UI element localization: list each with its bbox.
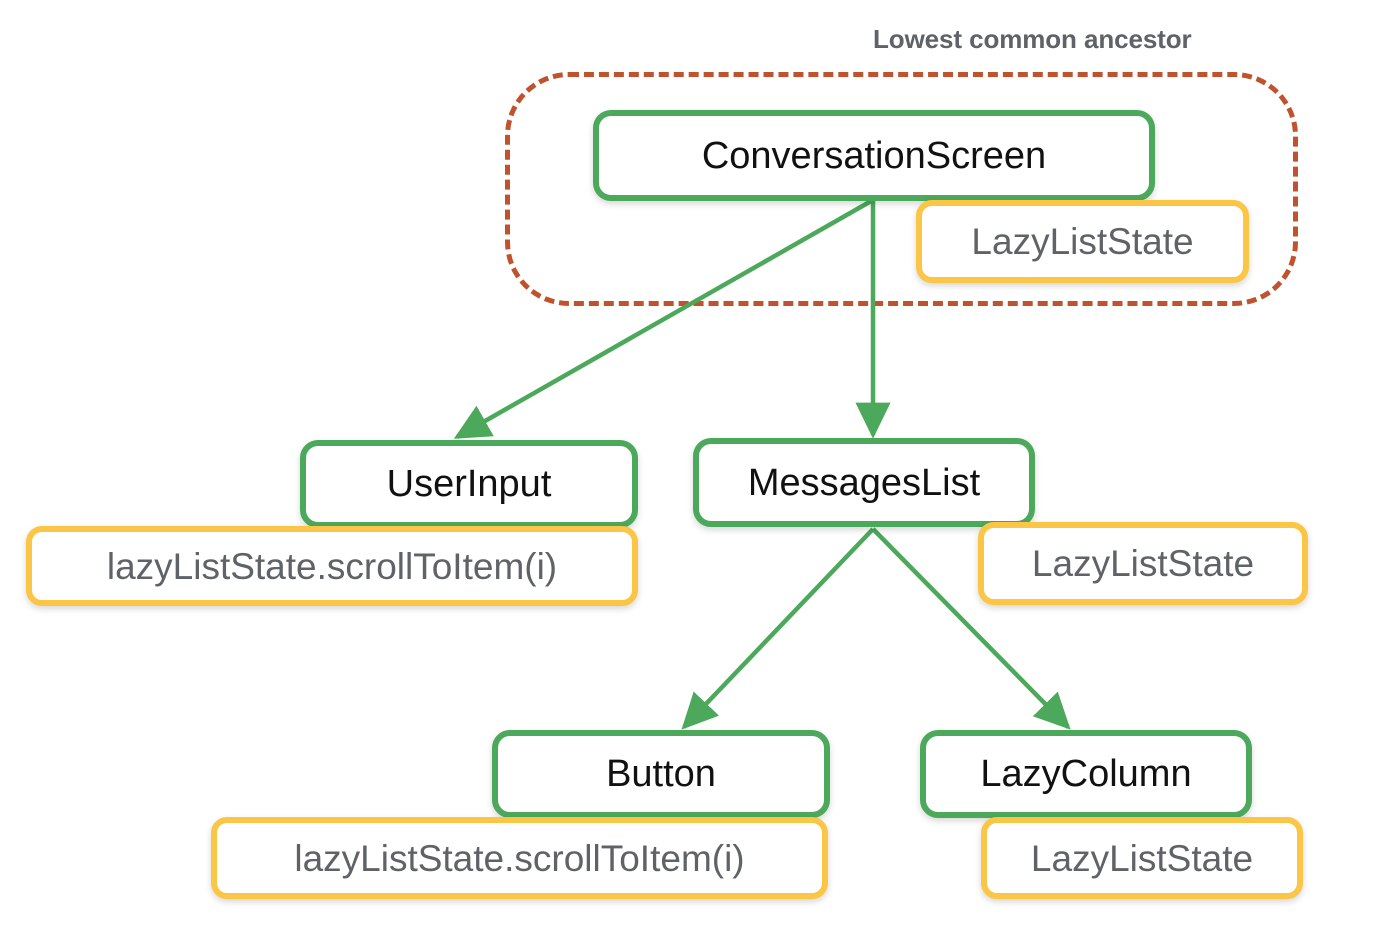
node-conversation-screen[interactable]: ConversationScreen bbox=[593, 110, 1155, 201]
node-scroll-to-item-button[interactable]: lazyListState.scrollToItem(i) bbox=[211, 817, 828, 899]
node-lazy-list-state-column[interactable]: LazyListState bbox=[981, 817, 1303, 899]
node-label: LazyListState bbox=[971, 221, 1194, 262]
node-label: LazyListState bbox=[1030, 837, 1254, 879]
node-label: lazyListState.scrollToItem(i) bbox=[106, 545, 558, 587]
node-label: LazyColumn bbox=[980, 753, 1192, 795]
node-label: lazyListState.scrollToItem(i) bbox=[294, 837, 745, 879]
node-label: MessagesList bbox=[747, 461, 981, 504]
node-label: ConversationScreen bbox=[701, 134, 1047, 177]
node-scroll-to-item-user-input[interactable]: lazyListState.scrollToItem(i) bbox=[26, 526, 638, 606]
lowest-common-ancestor-group bbox=[505, 72, 1298, 306]
node-label: UserInput bbox=[386, 463, 552, 505]
node-label: LazyListState bbox=[1031, 543, 1255, 584]
node-messages-list[interactable]: MessagesList bbox=[693, 438, 1035, 527]
node-user-input[interactable]: UserInput bbox=[300, 440, 638, 528]
node-label: Button bbox=[606, 753, 716, 795]
edge-messageslist-button bbox=[681, 527, 875, 730]
node-button[interactable]: Button bbox=[492, 730, 830, 818]
node-lazy-list-state-messages[interactable]: LazyListState bbox=[978, 522, 1308, 605]
lowest-common-ancestor-label: Lowest common ancestor bbox=[873, 24, 1192, 54]
node-lazy-list-state-root[interactable]: LazyListState bbox=[916, 200, 1249, 283]
node-lazy-column[interactable]: LazyColumn bbox=[920, 730, 1252, 818]
